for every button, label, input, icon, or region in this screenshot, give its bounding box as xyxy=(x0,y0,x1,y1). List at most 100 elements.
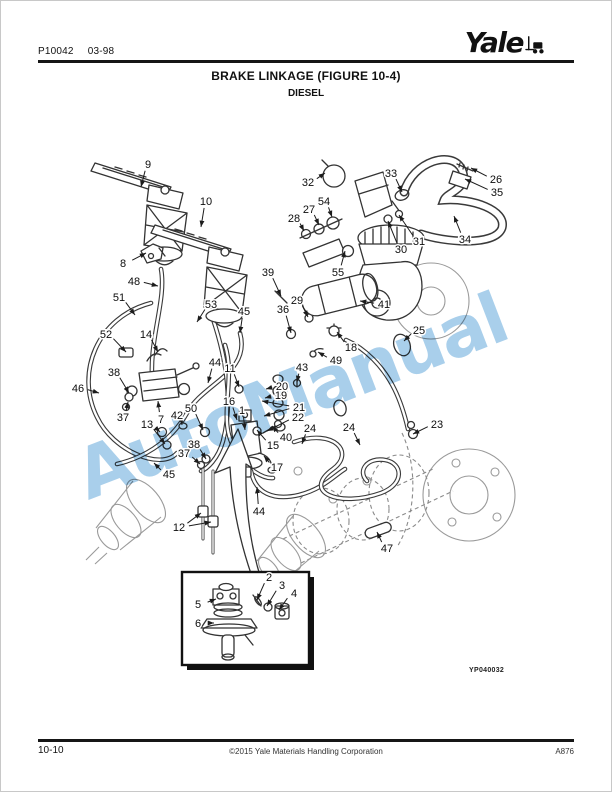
callout-leader xyxy=(188,520,212,527)
hoses xyxy=(89,159,503,555)
compressor xyxy=(274,209,425,340)
callout-leader xyxy=(313,214,320,226)
callout-number-50: 50 xyxy=(185,403,197,415)
callout-number-37: 37 xyxy=(117,412,129,424)
callout-leader xyxy=(353,432,361,446)
callout-number-23: 23 xyxy=(431,419,443,431)
watermark: AutoManual xyxy=(64,276,518,516)
callout-leader xyxy=(263,408,290,417)
callout-leader xyxy=(327,207,333,218)
callout-leader xyxy=(156,400,162,413)
callout-number-4: 4 xyxy=(291,588,297,600)
callout-leader xyxy=(199,449,207,460)
callout-number-37: 37 xyxy=(178,448,190,460)
callout-number-52: 52 xyxy=(100,329,112,341)
callout-number-24: 24 xyxy=(343,422,355,434)
callout-leader xyxy=(298,223,305,232)
callout-number-8: 8 xyxy=(120,258,126,270)
callout-number-11: 11 xyxy=(224,363,235,375)
callout-leader xyxy=(254,486,260,505)
callout-number-34: 34 xyxy=(459,234,471,246)
callout-leader xyxy=(271,425,279,434)
callout-leader xyxy=(261,399,290,407)
yale-logo: Yale xyxy=(465,29,547,57)
yale-wordmark: Yale xyxy=(464,26,525,59)
callout-number-29: 29 xyxy=(291,295,303,307)
callout-number-2: 2 xyxy=(266,572,272,584)
callout-leader xyxy=(119,377,130,394)
rear-axle-outline xyxy=(282,432,516,564)
callout-number-28: 28 xyxy=(288,213,300,225)
inset-valve-detail xyxy=(200,582,290,661)
pedal-bracket xyxy=(140,243,166,264)
callout-number-22: 22 xyxy=(292,412,304,424)
callout-number-16: 16 xyxy=(223,396,235,408)
callout-leader xyxy=(125,301,136,316)
callout-leader xyxy=(301,434,307,445)
callout-number-38: 38 xyxy=(188,439,200,451)
callout-number-55: 55 xyxy=(332,267,344,279)
callout-leader xyxy=(265,384,273,390)
callout-number-30: 30 xyxy=(395,244,407,256)
callout-leader xyxy=(233,374,240,388)
callout-number-5: 5 xyxy=(195,599,201,611)
callout-leader xyxy=(143,281,159,287)
callout-number-31: 31 xyxy=(413,236,425,248)
callout-number-6: 6 xyxy=(195,618,201,630)
callout-number-15: 15 xyxy=(267,440,279,452)
callout-leader xyxy=(278,597,288,611)
callout-leader xyxy=(232,407,238,421)
callout-number-45: 45 xyxy=(163,469,175,481)
callout-leader xyxy=(266,419,290,432)
callout-number-38: 38 xyxy=(108,367,120,379)
callout-leader xyxy=(153,425,161,433)
callout-leader xyxy=(153,462,162,471)
callout-number-20: 20 xyxy=(276,381,288,393)
inset-box xyxy=(180,570,314,670)
callout-number-10: 10 xyxy=(200,196,212,208)
forklift-icon xyxy=(525,36,544,54)
callout-number-13: 13 xyxy=(141,419,153,431)
callout-leader xyxy=(191,456,201,465)
callout-number-49: 49 xyxy=(330,355,342,367)
callout-leader xyxy=(131,252,147,261)
callout-number-24: 24 xyxy=(304,423,316,435)
callout-leader xyxy=(199,207,205,228)
callout-number-18: 18 xyxy=(345,342,357,354)
callout-leader xyxy=(140,170,146,188)
callout-leader xyxy=(256,429,267,441)
callout-number-9: 9 xyxy=(145,159,151,171)
air-tank xyxy=(301,272,379,317)
header-rule xyxy=(38,60,574,63)
callout-leader xyxy=(207,598,217,604)
figure-subtitle: DIESEL xyxy=(287,88,325,99)
callout-leader xyxy=(316,172,326,180)
callout-leader xyxy=(238,317,244,334)
callout-number-42: 42 xyxy=(171,410,183,422)
callout-leader xyxy=(470,167,488,177)
callout-number-51: 51 xyxy=(113,292,125,304)
callout-number-54: 54 xyxy=(318,196,330,208)
page-number: 10-10 xyxy=(38,745,64,756)
callout-number-27: 27 xyxy=(303,204,315,216)
callout-leader xyxy=(464,178,488,190)
date-code: 03-98 xyxy=(87,46,115,57)
callout-leader xyxy=(241,416,247,431)
callout-leader xyxy=(195,413,204,431)
callout-number-1: 1 xyxy=(239,405,245,417)
callout-leader xyxy=(412,426,429,435)
callout-number-33: 33 xyxy=(385,168,397,180)
callout-number-26: 26 xyxy=(490,174,502,186)
callout-leader xyxy=(187,512,202,524)
callout-number-21: 21 xyxy=(293,402,305,414)
callout-leader xyxy=(395,178,403,193)
callout-leader xyxy=(295,373,301,383)
callout-number-41: 41 xyxy=(378,299,390,311)
callout-number-40: 40 xyxy=(280,432,292,444)
callout-number-45: 45 xyxy=(238,306,250,318)
front-hub-outline xyxy=(85,262,470,584)
